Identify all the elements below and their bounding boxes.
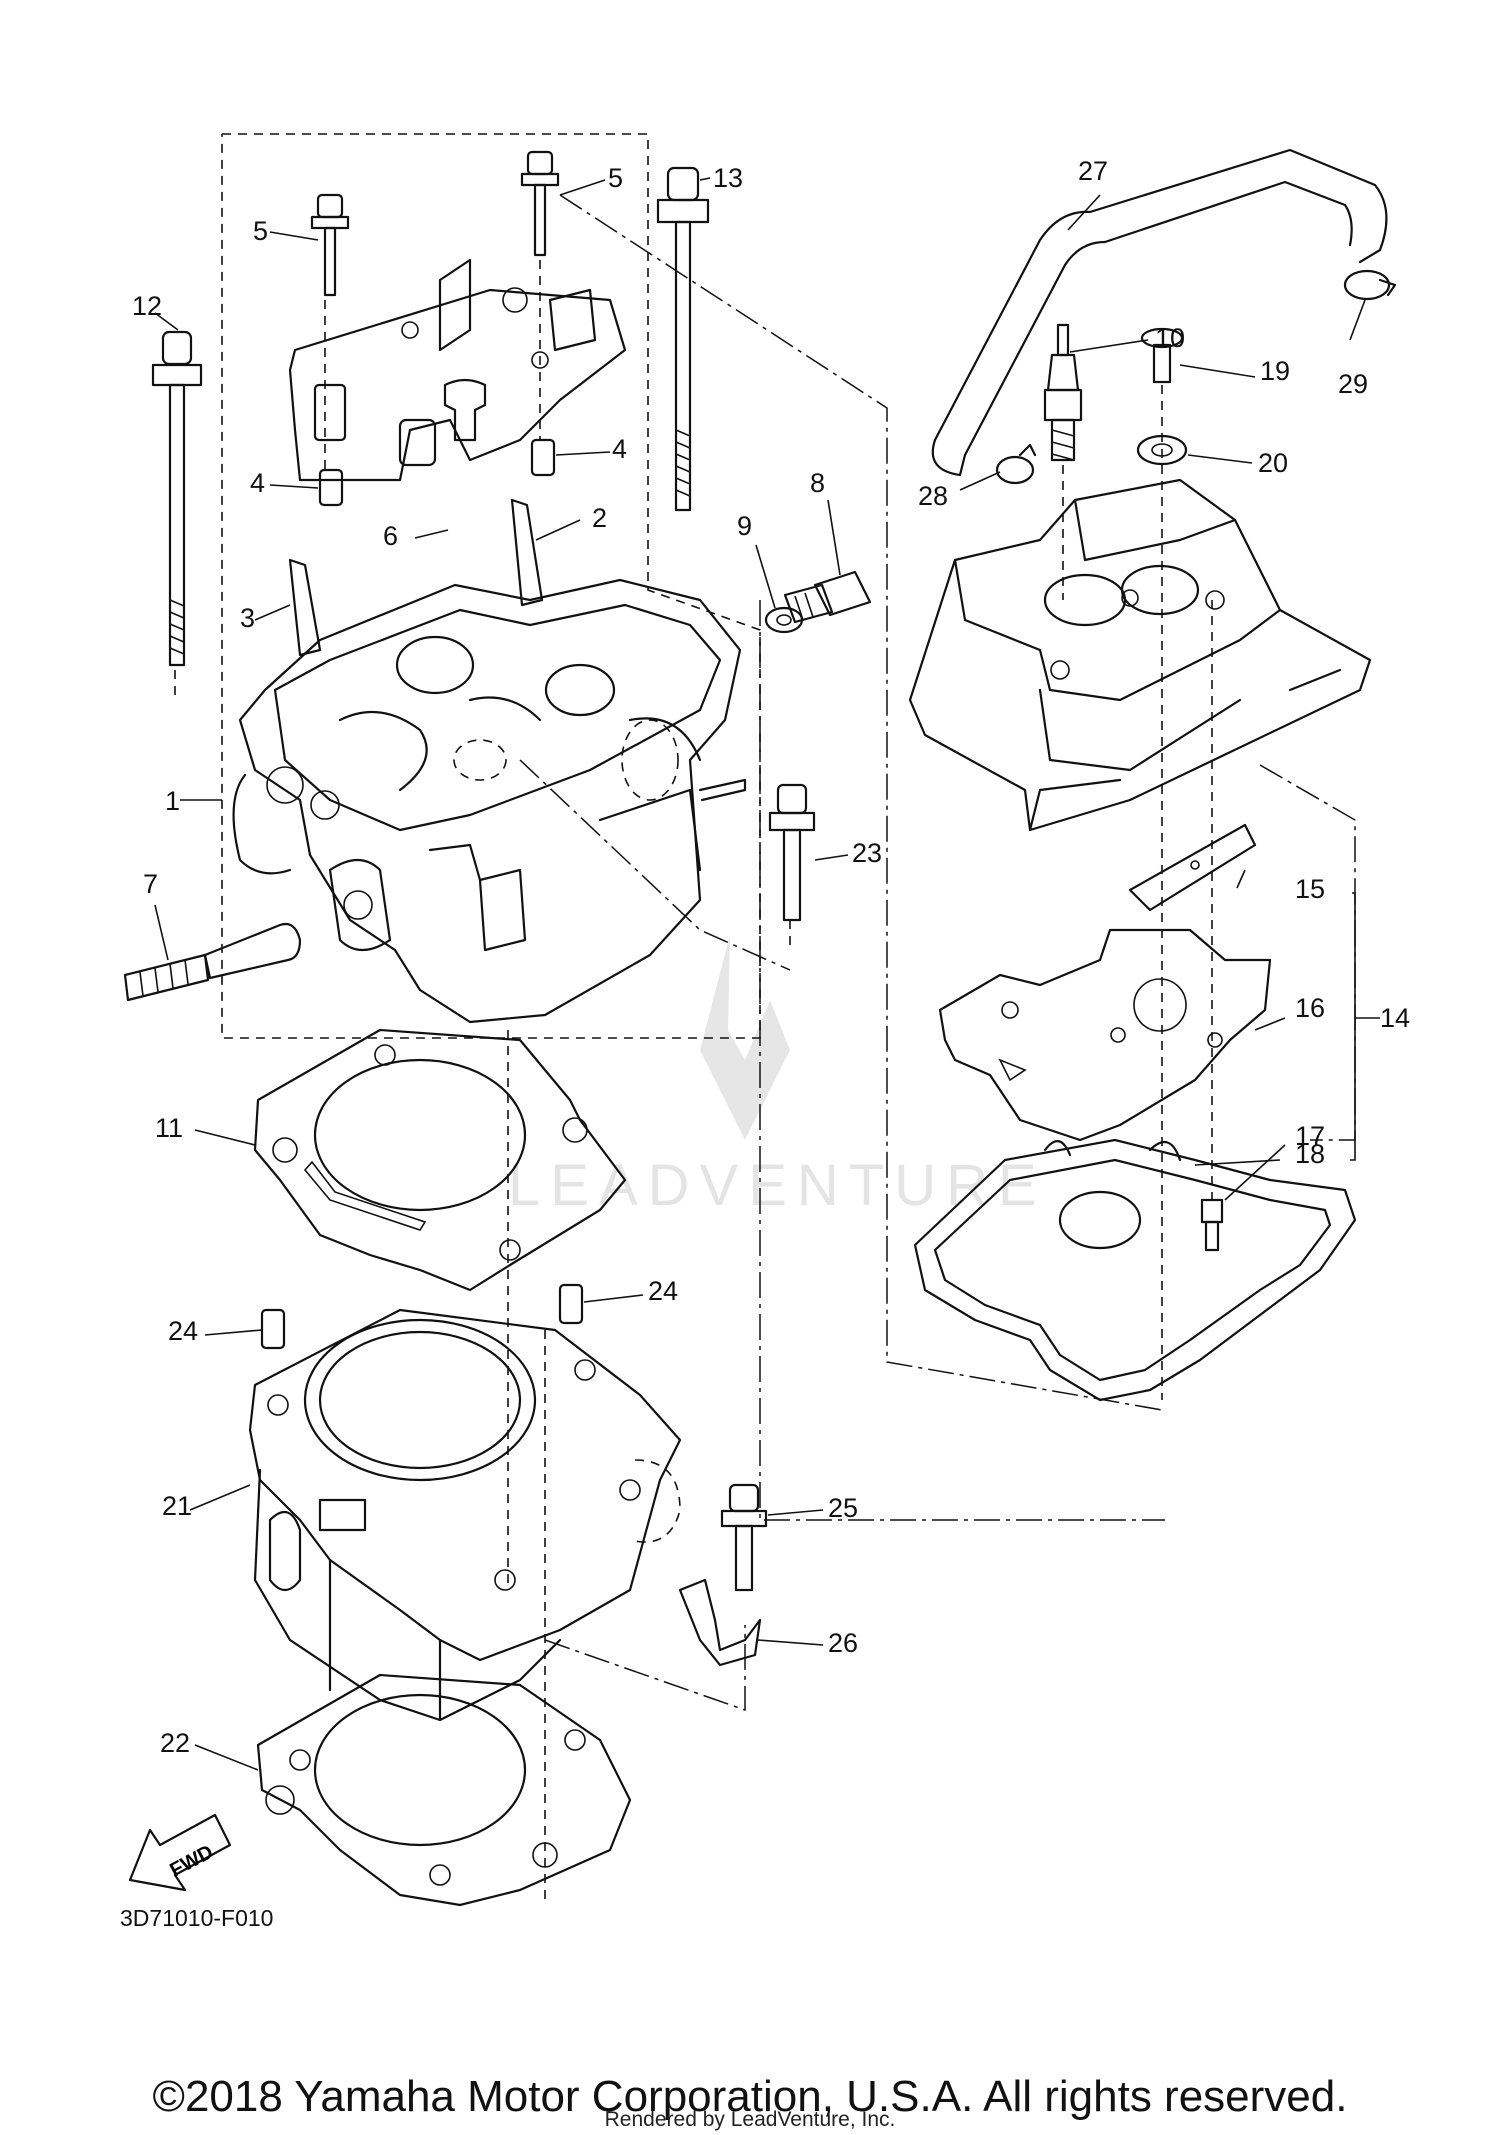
cylinder-base-gasket: [256, 1673, 632, 1907]
oil-seal-plug: [443, 378, 487, 442]
callout-16: 16: [1295, 993, 1325, 1023]
bolt-17: [1200, 1198, 1224, 1252]
callout-17: 17: [1295, 1121, 1325, 1151]
head-bolt-13: [656, 166, 710, 512]
callout-29: 29: [1338, 369, 1368, 399]
callout-7: 7: [143, 869, 158, 899]
head-bolt-12: [151, 330, 203, 667]
callout-10: 10: [1155, 323, 1185, 353]
callout-28: 28: [918, 481, 948, 511]
hose-clamp-29: [1343, 269, 1397, 301]
fwd-arrow-icon: FWD: [128, 1813, 232, 1892]
callout-12: 12: [132, 291, 162, 321]
plate-15: [1128, 823, 1257, 912]
callout-18: 18: [1295, 1139, 1325, 1169]
spark-plug: [1043, 323, 1083, 462]
cap-bolt-right: [520, 150, 560, 257]
callout-5-right: 5: [608, 163, 623, 193]
reference-lines: [519, 194, 1356, 1712]
callout-5-left: 5: [253, 216, 268, 246]
head-gasket: [253, 1028, 627, 1292]
callout-numbers: 1 2 3 4 4 5 5 6 7 8 9 10 11 12 13 14 15 …: [132, 156, 1410, 1758]
stud-bolt: [123, 922, 302, 1002]
bolt-23: [768, 783, 816, 922]
callout-3: 3: [240, 603, 255, 633]
fwd-label: FWD: [166, 1841, 217, 1882]
cover-gasket-16: [938, 928, 1272, 1142]
leader-lines: [154, 177, 1380, 1905]
valve-guide-2: [510, 498, 544, 607]
callout-22: 22: [160, 1728, 190, 1758]
callout-15: 15: [1295, 874, 1325, 904]
callout-19: 19: [1260, 356, 1290, 386]
breather-hose: [931, 148, 1388, 477]
callout-4-right: 4: [612, 434, 627, 464]
callout-1: 1: [165, 786, 180, 816]
hose-clamp-bracket: [678, 1578, 762, 1667]
callout-14: 14: [1380, 1003, 1410, 1033]
cover-gasket-18: [913, 1138, 1357, 1402]
cylinder-head: [232, 578, 747, 1024]
watermark-text: LEADVENTURE: [508, 1153, 1047, 1218]
callout-21: 21: [162, 1491, 192, 1521]
copyright-notice: ©2018 Yamaha Motor Corporation, U.S.A. A…: [152, 2072, 1348, 2121]
watermark-logo: LEADVENTURE: [508, 935, 1047, 1218]
camshaft-cap: [288, 258, 627, 482]
cap-bolt-left: [310, 193, 350, 297]
callout-26: 26: [828, 1628, 858, 1658]
callout-11: 11: [155, 1113, 183, 1143]
callout-20: 20: [1258, 448, 1288, 478]
callout-13: 13: [713, 163, 743, 193]
cover-bolt-19: [1140, 327, 1184, 384]
dowel-pin-left: [318, 468, 344, 507]
bolt-25: [720, 1483, 768, 1592]
callout-24-left: 24: [168, 1316, 198, 1346]
callout-24-right: 24: [648, 1276, 678, 1306]
rendered-by-notice: Rendered by LeadVenture, Inc.: [604, 2108, 896, 2131]
head-assembly-frame: [221, 133, 761, 1039]
dowel-pin-24-right: [558, 1283, 584, 1325]
valve-guide-3: [288, 558, 322, 657]
dowel-pin-right: [530, 438, 556, 477]
cylinder: [248, 1308, 682, 1722]
callout-9: 9: [737, 511, 752, 541]
callout-23: 23: [852, 838, 882, 868]
callout-25: 25: [828, 1493, 858, 1523]
callout-4-left: 4: [250, 468, 265, 498]
cylinder-head-cover: [908, 478, 1372, 832]
callout-2: 2: [592, 503, 607, 533]
diagram-code: 3D71010-F010: [120, 1905, 274, 1931]
gasket-washer-9: [764, 606, 804, 634]
oil-check-bolt: [783, 570, 872, 624]
hose-clamp-28: [995, 443, 1037, 485]
callout-8: 8: [810, 468, 825, 498]
callout-6: 6: [383, 521, 398, 551]
callout-27: 27: [1078, 156, 1108, 186]
dowel-pin-24-left: [260, 1308, 286, 1350]
